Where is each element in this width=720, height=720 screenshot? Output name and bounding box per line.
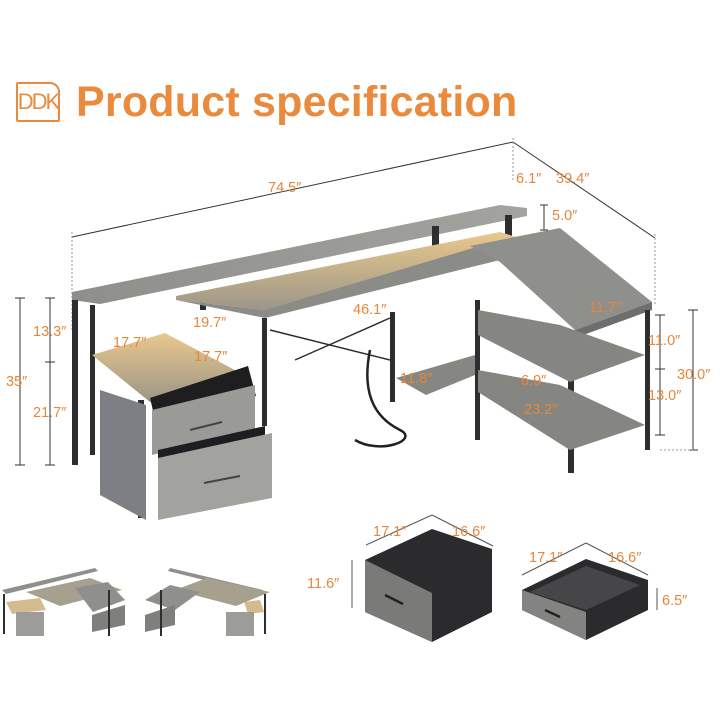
upper-drawer <box>152 385 255 455</box>
dim-overall-width: 74.5″ <box>268 180 302 196</box>
dim-large-drawer-width: 17.1″ <box>373 524 407 540</box>
small-drawer <box>521 542 658 640</box>
dim-monitor-riser-height: 5.0″ <box>552 208 578 224</box>
monitor-riser <box>72 205 527 304</box>
header: DDK Product specification <box>16 78 517 126</box>
dimension-lines <box>15 138 698 466</box>
dim-small-drawer-depth: 16.6″ <box>608 550 642 566</box>
dim-side-depth: 39.4″ <box>556 171 590 187</box>
desktop-glow <box>176 232 526 310</box>
lower-drawer <box>158 433 272 520</box>
dim-side-shelf-width: 23.2″ <box>524 402 558 418</box>
power-cable <box>354 349 407 448</box>
dim-desktop-width: 46.1″ <box>353 302 387 318</box>
dim-cabinet-top-depth: 17.7″ <box>194 349 228 365</box>
dim-right-lower-shelf: 13.0″ <box>648 388 682 404</box>
dim-cabinet-top-width: 17.7″ <box>113 335 147 351</box>
middle-shelf <box>478 310 645 382</box>
dim-lower-shelf-depth: 11.8″ <box>400 371 433 387</box>
page-title: Product specification <box>76 77 518 126</box>
dim-desktop-depth: 19.7″ <box>193 315 227 331</box>
dim-left-lower-height: 21.7″ <box>33 405 67 421</box>
dim-monitor-shelf-depth: 6.1″ <box>516 171 542 187</box>
dim-large-drawer-height: 11.6″ <box>307 576 340 592</box>
dim-corner-shelf-depth: 6.9″ <box>521 373 547 389</box>
bottom-shelf <box>478 370 645 450</box>
cabinet-fabric <box>100 390 146 520</box>
dim-right-upper-shelf: 11.0″ <box>648 333 681 349</box>
large-drawer <box>351 514 494 642</box>
dim-large-drawer-depth: 16.6″ <box>452 524 486 540</box>
dim-side-top-depth: 11.7″ <box>589 300 622 316</box>
thumbnail-left-orientation <box>2 568 125 636</box>
dim-left-total-height: 35″ <box>6 374 28 390</box>
brand-logo: DDK <box>16 82 60 122</box>
side-desktop <box>470 228 652 330</box>
dim-small-drawer-width: 17.1″ <box>529 550 563 566</box>
thumbnail-right-orientation <box>145 568 270 636</box>
dim-right-total-height: 30.0″ <box>677 367 711 383</box>
dim-left-upper-height: 13.3″ <box>33 324 67 340</box>
lower-shelf <box>396 355 475 395</box>
dim-small-drawer-height: 6.5″ <box>662 593 688 609</box>
